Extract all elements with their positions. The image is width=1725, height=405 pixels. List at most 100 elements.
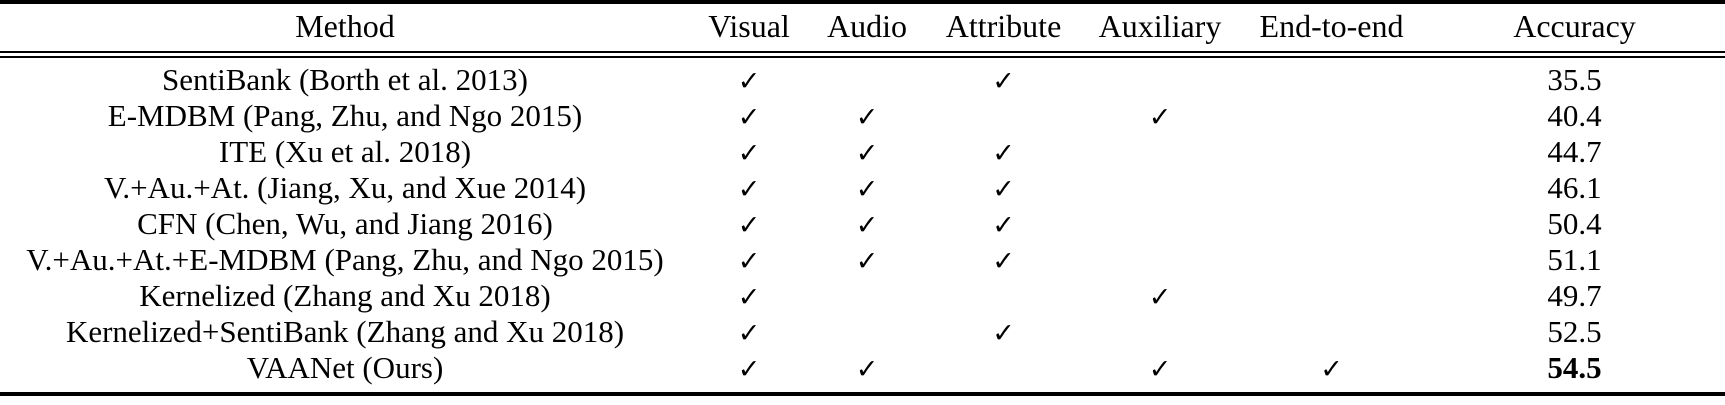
cell-audio: ✓ bbox=[808, 350, 926, 386]
table-row: V.+Au.+At. (Jiang, Xu, and Xue 2014) ✓ ✓ ✓ 4… bbox=[0, 170, 1725, 206]
checkmark-icon: ✓ bbox=[855, 174, 879, 205]
checkmark-icon: ✓ bbox=[737, 354, 761, 385]
cell-auxiliary bbox=[1081, 170, 1239, 206]
cell-method: VAANet (Ours) bbox=[246, 350, 444, 385]
cell-visual: ✓ bbox=[690, 350, 808, 386]
checkmark-icon: ✓ bbox=[737, 174, 761, 205]
header-rule-upper bbox=[0, 51, 1725, 53]
checkmark-icon: ✓ bbox=[1320, 354, 1343, 385]
cell-method: V.+Au.+At.+E-MDBM (Pang, Zhu, and Ngo 20… bbox=[26, 242, 664, 277]
checkmark-icon: ✓ bbox=[992, 138, 1015, 169]
cell-visual: ✓ bbox=[690, 206, 808, 242]
cell-endtoend bbox=[1239, 314, 1424, 350]
cell-accuracy: 49.7 bbox=[1547, 278, 1602, 313]
table-row: SentiBank (Borth et al. 2013) ✓ ✓ 35.5 bbox=[0, 62, 1725, 98]
cell-method: SentiBank (Borth et al. 2013) bbox=[162, 62, 528, 97]
checkmark-icon: ✓ bbox=[737, 282, 761, 313]
cell-visual: ✓ bbox=[690, 62, 808, 98]
cell-audio: ✓ bbox=[808, 170, 926, 206]
cell-accuracy: 46.1 bbox=[1547, 170, 1602, 205]
cell-attribute: ✓ bbox=[926, 134, 1081, 170]
checkmark-icon: ✓ bbox=[737, 246, 761, 277]
checkmark-icon: ✓ bbox=[737, 102, 761, 133]
cell-visual: ✓ bbox=[690, 242, 808, 278]
column-header-visual: Visual bbox=[708, 8, 790, 44]
cell-auxiliary bbox=[1081, 206, 1239, 242]
cell-auxiliary: ✓ bbox=[1081, 278, 1239, 314]
cell-method: ITE (Xu et al. 2018) bbox=[218, 134, 472, 169]
checkmark-icon: ✓ bbox=[855, 138, 879, 169]
cell-attribute bbox=[926, 98, 1081, 134]
cell-audio: ✓ bbox=[808, 134, 926, 170]
checkmark-icon: ✓ bbox=[737, 318, 761, 349]
cell-endtoend bbox=[1239, 170, 1424, 206]
column-header-attribute: Attribute bbox=[945, 8, 1062, 44]
cell-accuracy: 52.5 bbox=[1547, 314, 1602, 349]
cell-auxiliary: ✓ bbox=[1081, 350, 1239, 386]
cell-accuracy: 50.4 bbox=[1547, 206, 1602, 241]
cell-accuracy: 40.4 bbox=[1547, 98, 1602, 133]
cell-visual: ✓ bbox=[690, 278, 808, 314]
cell-audio bbox=[808, 62, 926, 98]
cell-method: V.+Au.+At. (Jiang, Xu, and Xue 2014) bbox=[103, 170, 587, 205]
cell-attribute: ✓ bbox=[926, 206, 1081, 242]
cell-attribute: ✓ bbox=[926, 170, 1081, 206]
cell-accuracy: 54.5 bbox=[1547, 350, 1602, 385]
column-header-accuracy: Accuracy bbox=[1513, 8, 1636, 44]
cell-accuracy: 35.5 bbox=[1547, 62, 1602, 97]
table-row: Kernelized+SentiBank (Zhang and Xu 2018)… bbox=[0, 314, 1725, 350]
cell-auxiliary: ✓ bbox=[1081, 98, 1239, 134]
cell-audio: ✓ bbox=[808, 206, 926, 242]
cell-visual: ✓ bbox=[690, 314, 808, 350]
cell-auxiliary bbox=[1081, 314, 1239, 350]
header-row: Method Visual Audio Attribute Auxiliary … bbox=[0, 4, 1725, 51]
cell-auxiliary bbox=[1081, 134, 1239, 170]
table-row: ITE (Xu et al. 2018) ✓ ✓ ✓ 44.7 bbox=[0, 134, 1725, 170]
cell-attribute: ✓ bbox=[926, 242, 1081, 278]
checkmark-icon: ✓ bbox=[855, 210, 879, 241]
column-header-auxiliary: Auxiliary bbox=[1098, 8, 1222, 44]
checkmark-icon: ✓ bbox=[855, 246, 879, 277]
table-row: VAANet (Ours) ✓ ✓ ✓ ✓ 54.5 bbox=[0, 350, 1725, 386]
column-header-endtoend: End-to-end bbox=[1259, 8, 1404, 44]
checkmark-icon: ✓ bbox=[992, 318, 1015, 349]
cell-audio bbox=[808, 278, 926, 314]
cell-attribute bbox=[926, 350, 1081, 386]
cell-auxiliary bbox=[1081, 242, 1239, 278]
table-row: E-MDBM (Pang, Zhu, and Ngo 2015)✓✓✓40.4 bbox=[0, 98, 1725, 134]
checkmark-icon: ✓ bbox=[992, 66, 1015, 97]
column-header-audio: Audio bbox=[827, 8, 907, 44]
cell-method: E-MDBM (Pang, Zhu, and Ngo 2015) bbox=[107, 98, 583, 133]
checkmark-icon: ✓ bbox=[737, 66, 761, 97]
cell-endtoend bbox=[1239, 62, 1424, 98]
table-row: CFN (Chen, Wu, and Jiang 2016) ✓ ✓ ✓ 50.4 bbox=[0, 206, 1725, 242]
header-rule-lower bbox=[0, 56, 1725, 58]
checkmark-icon: ✓ bbox=[1148, 102, 1172, 133]
table-top-rule bbox=[0, 0, 1725, 4]
results-table: Method Visual Audio Attribute Auxiliary … bbox=[0, 4, 1725, 51]
table-header: Method Visual Audio Attribute Auxiliary … bbox=[0, 4, 1725, 51]
cell-accuracy: 44.7 bbox=[1547, 134, 1602, 169]
checkmark-icon: ✓ bbox=[737, 138, 761, 169]
cell-endtoend bbox=[1239, 134, 1424, 170]
checkmark-icon: ✓ bbox=[1148, 354, 1172, 385]
cell-attribute bbox=[926, 278, 1081, 314]
cell-attribute: ✓ bbox=[926, 314, 1081, 350]
checkmark-icon: ✓ bbox=[992, 210, 1015, 241]
header-rule-gap bbox=[0, 53, 1725, 56]
cell-visual: ✓ bbox=[690, 170, 808, 206]
cell-endtoend bbox=[1239, 242, 1424, 278]
cell-visual: ✓ bbox=[690, 98, 808, 134]
cell-visual: ✓ bbox=[690, 134, 808, 170]
cell-auxiliary bbox=[1081, 62, 1239, 98]
checkmark-icon: ✓ bbox=[737, 210, 761, 241]
column-header-method: Method bbox=[295, 8, 395, 44]
checkmark-icon: ✓ bbox=[1148, 282, 1172, 313]
table-row: V.+Au.+At.+E-MDBM (Pang, Zhu, and Ngo 20… bbox=[0, 242, 1725, 278]
cell-audio: ✓ bbox=[808, 242, 926, 278]
cell-endtoend bbox=[1239, 98, 1424, 134]
cell-method: CFN (Chen, Wu, and Jiang 2016) bbox=[137, 206, 553, 241]
